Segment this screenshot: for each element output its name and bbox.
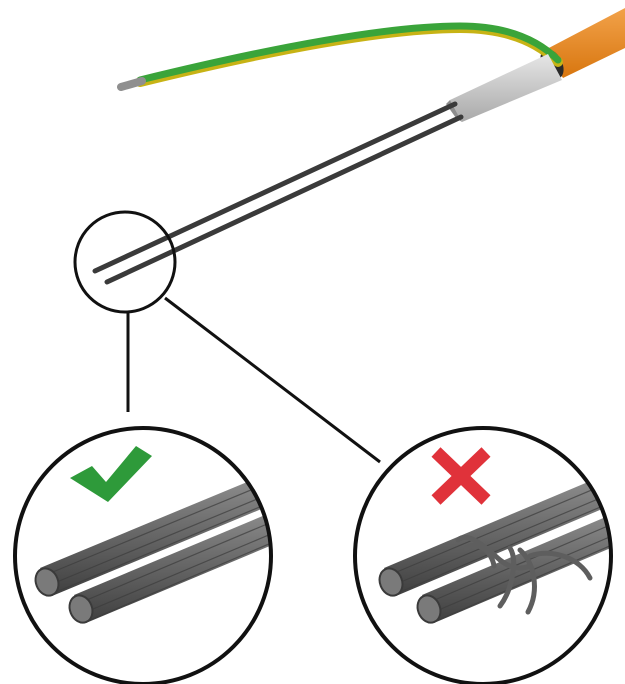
loose-strands xyxy=(455,535,593,615)
cable-assembly xyxy=(92,8,625,285)
earth-wire xyxy=(117,22,563,91)
earth-wire-bare-end xyxy=(117,77,146,91)
callout-lines xyxy=(126,296,381,464)
check-mark-icon xyxy=(70,446,152,502)
incorrect-panel xyxy=(353,426,613,684)
cross-mark-icon xyxy=(431,447,491,505)
inner-sheath xyxy=(446,54,562,122)
correct-panel xyxy=(13,426,273,684)
heating-conductors xyxy=(92,101,464,285)
conductor-tips-detail-circle xyxy=(73,210,177,314)
